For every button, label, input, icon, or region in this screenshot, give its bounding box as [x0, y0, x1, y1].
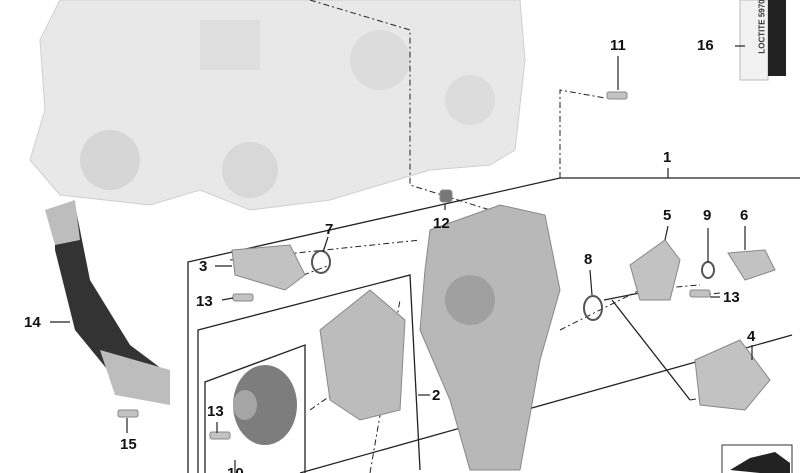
label-13-top: 13 [196, 293, 213, 310]
water-pump [319, 289, 406, 421]
engine-block [29, 0, 526, 211]
label-11: 11 [610, 37, 626, 54]
leader-lines [50, 45, 753, 473]
label-12: 12 [433, 215, 450, 232]
label-9: 9 [703, 207, 712, 224]
sealant-tube [739, 0, 786, 81]
tool-icon-box [721, 444, 793, 473]
label-14: 14 [24, 314, 41, 331]
label-2: 2 [432, 387, 441, 404]
label-8: 8 [584, 251, 593, 268]
hose [45, 200, 170, 405]
label-13-bottom: 13 [207, 403, 224, 420]
label-6: 6 [740, 207, 749, 224]
small-parts [117, 91, 776, 440]
label-5: 5 [663, 207, 672, 224]
label-7: 7 [325, 221, 334, 238]
label-15: 15 [120, 436, 137, 453]
pulley [233, 365, 297, 445]
label-16: 16 [697, 37, 714, 54]
sealant-tube-text: LOCTITE 5970 [757, 0, 767, 54]
label-3: 3 [199, 258, 208, 275]
label-1: 1 [663, 149, 672, 166]
label-13-right: 13 [723, 289, 740, 306]
housing [419, 204, 561, 471]
label-10: 10 [227, 466, 244, 473]
label-4: 4 [747, 328, 756, 345]
